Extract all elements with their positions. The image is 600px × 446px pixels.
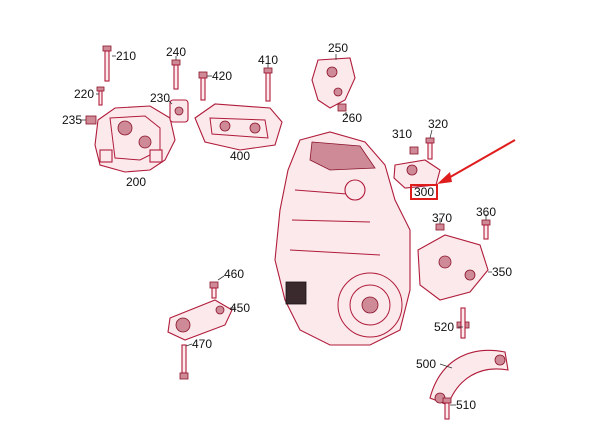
part-350-bracket[interactable] [417, 234, 489, 301]
part-235-nut[interactable] [85, 115, 97, 125]
part-240-bolt[interactable] [171, 59, 181, 90]
part-410-bolt[interactable] [263, 67, 273, 102]
part-320-bolt[interactable] [425, 137, 435, 160]
highlight-arrow [437, 139, 516, 184]
part-520-stud[interactable] [456, 307, 470, 339]
callout-220: 220 [74, 87, 95, 101]
callout-350: 350 [492, 265, 513, 279]
part-470-bolt[interactable] [179, 344, 189, 380]
part-210-bolt[interactable] [102, 45, 112, 82]
part-400-bracket[interactable] [194, 103, 283, 151]
part-500-bracket[interactable] [429, 349, 509, 406]
callout-460: 460 [224, 267, 245, 281]
callout-450: 450 [230, 301, 251, 315]
callout-370: 370 [432, 211, 453, 225]
callout-400: 400 [230, 149, 251, 163]
callout-200: 200 [126, 175, 147, 189]
callout-320: 320 [428, 117, 449, 131]
callout-520: 520 [434, 320, 455, 334]
part-250-bracket[interactable] [311, 57, 356, 109]
callout-510: 510 [456, 398, 477, 412]
callout-310: 310 [392, 127, 413, 141]
part-460-bolt[interactable] [209, 281, 219, 299]
callout-410: 410 [258, 53, 279, 67]
callout-500: 500 [416, 357, 437, 371]
part-220-bolt[interactable] [96, 86, 105, 106]
part-230-bushing[interactable] [169, 99, 189, 123]
part-450-torque-rod[interactable] [167, 299, 233, 341]
callout-210: 210 [116, 49, 137, 63]
part-360-bolt[interactable] [481, 219, 491, 240]
callout-240: 240 [166, 45, 187, 59]
callout-300-highlighted[interactable]: 300 [410, 184, 439, 200]
callout-360: 360 [476, 205, 497, 219]
callout-250: 250 [328, 41, 349, 55]
callout-260: 260 [342, 111, 363, 125]
callout-235: 235 [62, 113, 83, 127]
part-260-nut[interactable] [337, 103, 347, 112]
part-310-nut[interactable] [409, 146, 419, 155]
part-300-mount[interactable] [393, 159, 441, 189]
callout-470: 470 [192, 337, 213, 351]
engine-assembly [274, 131, 411, 346]
leader-lines [81, 54, 492, 406]
part-200-engine-mount[interactable] [94, 105, 176, 173]
callout-420: 420 [212, 69, 233, 83]
part-420-bolt[interactable] [198, 71, 208, 101]
part-510-bolt[interactable] [442, 397, 452, 420]
callout-230: 230 [150, 91, 171, 105]
